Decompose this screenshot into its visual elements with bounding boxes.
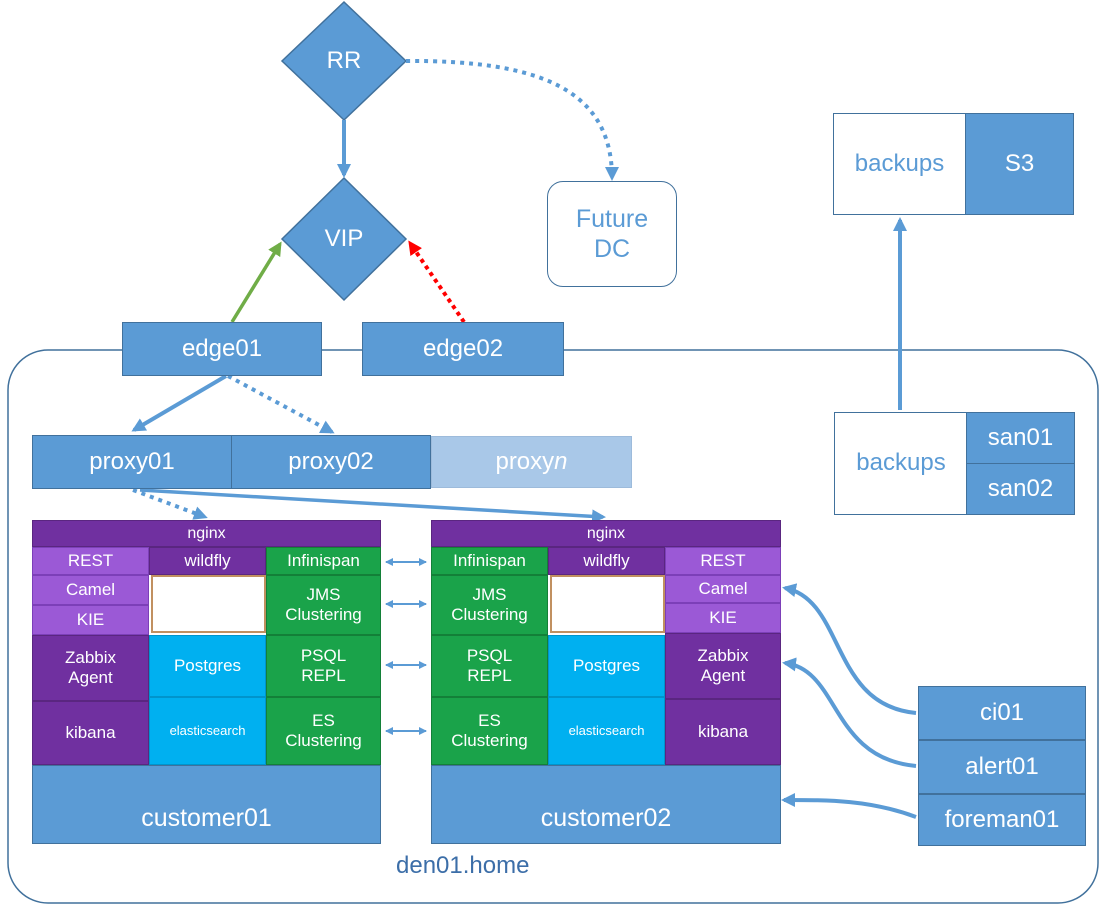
rr-futuredc-connector — [405, 58, 619, 181]
c1-es-clustering[interactable]: ES Clustering — [266, 697, 381, 765]
rr-label: RR — [326, 47, 362, 74]
san02-node[interactable]: san02 — [966, 463, 1075, 515]
c2-kie[interactable]: KIE — [665, 603, 781, 633]
customer01-node[interactable]: customer01 — [32, 765, 381, 844]
alert01-node[interactable]: alert01 — [918, 740, 1086, 794]
c1-jms-clustering[interactable]: JMS Clustering — [266, 575, 381, 635]
edge01-proxy02-connector — [227, 374, 335, 434]
edge01-node[interactable]: edge01 — [122, 322, 322, 376]
ci01-camel-connector — [782, 583, 917, 715]
edge01-proxy01-connector — [131, 374, 228, 432]
ci01-node[interactable]: ci01 — [918, 686, 1086, 740]
proxy01-node[interactable]: proxy01 — [32, 435, 232, 489]
edge01-vip-connector — [230, 241, 282, 323]
c2-psql-repl[interactable]: PSQL REPL — [431, 635, 548, 697]
c2-camel[interactable]: Camel — [665, 575, 781, 603]
foreman01-node[interactable]: foreman01 — [918, 794, 1086, 846]
c2-es-clustering[interactable]: ES Clustering — [431, 697, 548, 765]
c2-wildfly[interactable]: wildfly — [548, 547, 665, 575]
san-backups-node[interactable]: backups — [834, 412, 968, 515]
c1-elasticsearch[interactable]: elasticsearch — [149, 697, 266, 765]
c2-postgres[interactable]: Postgres — [548, 635, 665, 697]
c1-zabbix-agent[interactable]: Zabbix Agent — [32, 635, 149, 701]
c1-nginx[interactable]: nginx — [32, 520, 381, 547]
c1-kie[interactable]: KIE — [32, 605, 149, 635]
proxyn-suffix: n — [554, 447, 568, 475]
proxy02-node[interactable]: proxy02 — [231, 435, 431, 489]
c2-infinispan[interactable]: Infinispan — [431, 547, 548, 575]
c2-elasticsearch[interactable]: elasticsearch — [548, 697, 665, 765]
c1-infinispan[interactable]: Infinispan — [266, 547, 381, 575]
c1-wildfly[interactable]: wildfly — [149, 547, 266, 575]
alert01-zabbix-connector — [782, 657, 917, 768]
c1-postgres[interactable]: Postgres — [149, 635, 266, 697]
c2-nginx[interactable]: nginx — [431, 520, 781, 547]
edge02-node[interactable]: edge02 — [362, 322, 564, 376]
c2-rest[interactable]: REST — [665, 547, 781, 575]
customer02-node[interactable]: customer02 — [431, 765, 781, 844]
proxyn-prefix: proxy — [495, 447, 555, 475]
future-dc-node[interactable]: Future DC — [547, 181, 677, 287]
c1-app-slot[interactable] — [151, 575, 266, 633]
domain-label: den01.home — [396, 852, 530, 879]
proxy01-c1-nginx-connector — [132, 488, 208, 520]
foreman01-customer02-connector — [781, 793, 917, 819]
c2-jms-clustering[interactable]: JMS Clustering — [431, 575, 548, 635]
edge02-vip-connector — [408, 240, 466, 324]
c1-rest[interactable]: REST — [32, 547, 149, 575]
c1-camel[interactable]: Camel — [32, 575, 149, 605]
offsite-backups-node[interactable]: backups — [833, 113, 966, 215]
c2-zabbix-agent[interactable]: Zabbix Agent — [665, 633, 781, 699]
vip-diamond — [280, 176, 408, 302]
san01-node[interactable]: san01 — [966, 412, 1075, 464]
c1-kibana[interactable]: kibana — [32, 701, 149, 765]
vip-label: VIP — [324, 225, 364, 252]
s3-node[interactable]: S3 — [965, 113, 1074, 215]
c2-kibana[interactable]: kibana — [665, 699, 781, 765]
c2-app-slot[interactable] — [550, 575, 665, 633]
proxy01-c2-nginx-connector — [139, 488, 606, 524]
c1-psql-repl[interactable]: PSQL REPL — [266, 635, 381, 697]
